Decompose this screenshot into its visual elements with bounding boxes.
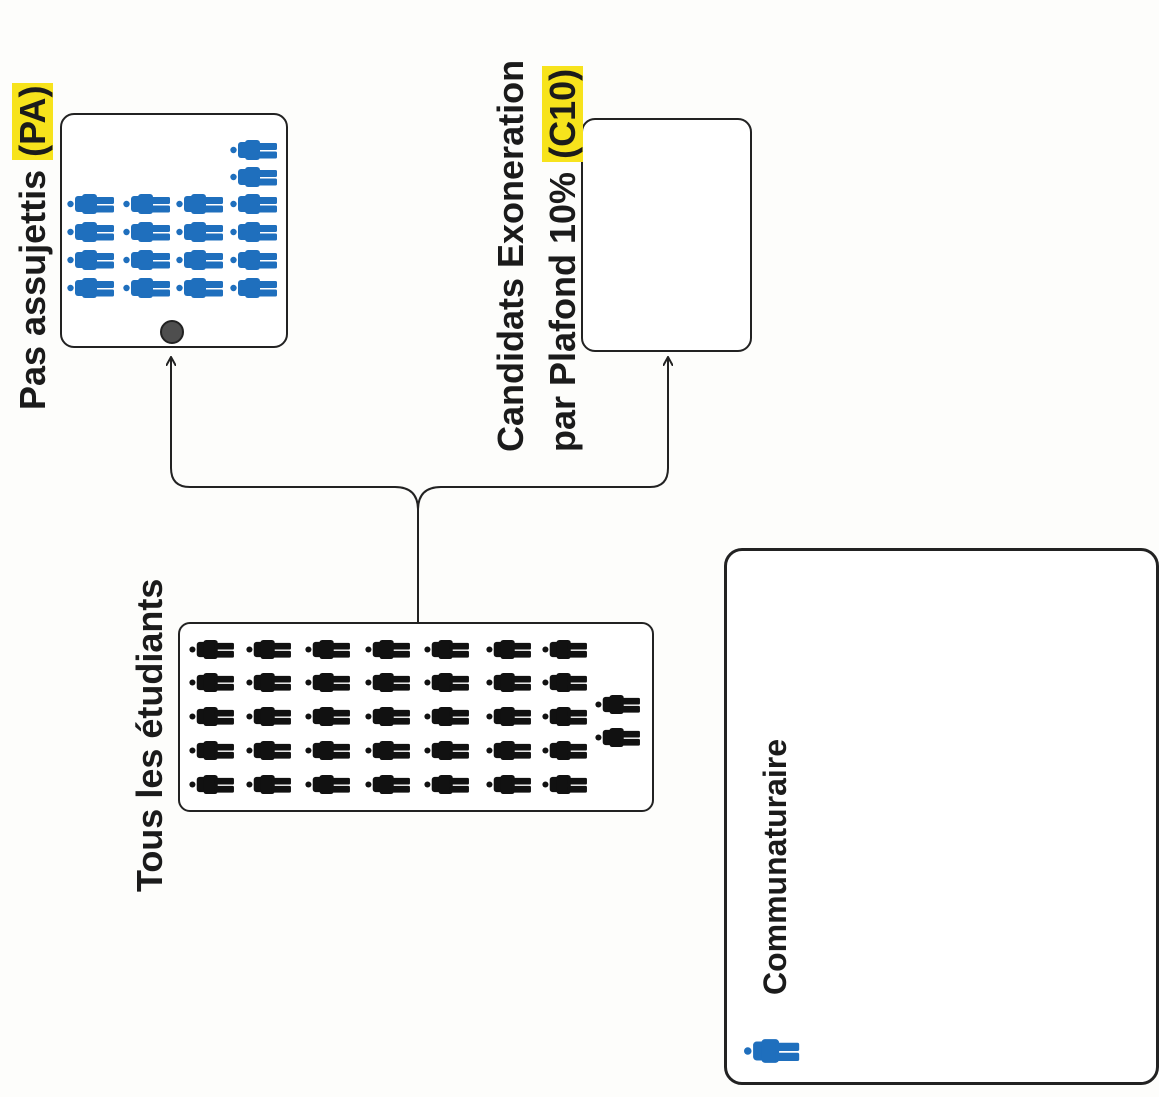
communautaire-box xyxy=(724,548,1159,1085)
pa-person-icon xyxy=(230,222,277,242)
student-person-icon xyxy=(424,774,469,795)
student-person-icon xyxy=(189,639,234,660)
student-person-icon xyxy=(246,639,291,660)
student-person-icon xyxy=(189,740,234,761)
pa-person-icon xyxy=(176,278,223,298)
pa-person-icon xyxy=(123,222,170,242)
pa-person-icon xyxy=(230,278,277,298)
comm-people-group xyxy=(743,1039,800,1063)
pa-person-icon xyxy=(176,222,223,242)
pa-person-icon xyxy=(67,194,114,214)
student-person-icon xyxy=(365,672,410,693)
student-person-icon xyxy=(189,774,234,795)
student-person-icon xyxy=(365,639,410,660)
student-person-icon xyxy=(486,706,531,727)
comm-person-icon xyxy=(743,1039,800,1063)
student-person-icon xyxy=(542,672,587,693)
pa-person-icon xyxy=(176,250,223,270)
pa-person-icon xyxy=(123,250,170,270)
all-students-people-group xyxy=(189,639,640,795)
pa-person-icon xyxy=(67,278,114,298)
pa-person-icon xyxy=(67,250,114,270)
student-person-icon xyxy=(305,706,350,727)
student-person-icon xyxy=(542,740,587,761)
pa-person-icon xyxy=(230,250,277,270)
grey-dot-marker xyxy=(160,320,184,344)
student-person-icon xyxy=(305,774,350,795)
student-person-icon xyxy=(486,774,531,795)
student-person-icon xyxy=(246,774,291,795)
student-person-icon xyxy=(486,639,531,660)
student-person-icon xyxy=(246,672,291,693)
student-person-icon xyxy=(542,639,587,660)
student-person-icon xyxy=(595,694,640,715)
student-person-icon xyxy=(365,740,410,761)
student-person-icon xyxy=(305,672,350,693)
pa-person-icon xyxy=(230,140,277,160)
student-person-icon xyxy=(189,706,234,727)
candidats-exoneration-box xyxy=(581,118,752,352)
student-person-icon xyxy=(305,740,350,761)
student-person-icon xyxy=(595,727,640,748)
student-person-icon xyxy=(365,774,410,795)
student-person-icon xyxy=(424,672,469,693)
student-person-icon xyxy=(189,672,234,693)
student-person-icon xyxy=(365,706,410,727)
pa-person-icon xyxy=(230,194,277,214)
student-person-icon xyxy=(424,740,469,761)
student-person-icon xyxy=(246,740,291,761)
pa-person-icon xyxy=(176,194,223,214)
student-person-icon xyxy=(542,774,587,795)
student-person-icon xyxy=(424,639,469,660)
pa-people-group xyxy=(67,140,277,298)
pa-person-icon xyxy=(123,194,170,214)
pa-person-icon xyxy=(67,222,114,242)
pa-person-icon xyxy=(123,278,170,298)
student-person-icon xyxy=(305,639,350,660)
student-person-icon xyxy=(486,672,531,693)
student-person-icon xyxy=(486,740,531,761)
student-person-icon xyxy=(246,706,291,727)
connector-branch-c10 xyxy=(417,358,668,511)
student-person-icon xyxy=(424,706,469,727)
pa-person-icon xyxy=(230,167,277,187)
student-person-icon xyxy=(542,706,587,727)
connector-trunk xyxy=(171,358,419,622)
